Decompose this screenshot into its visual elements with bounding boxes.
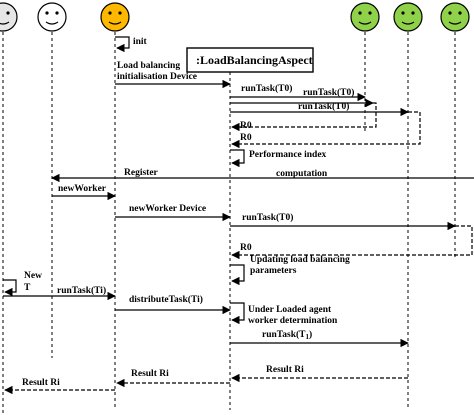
green-face-icon bbox=[350, 2, 380, 32]
new-label-2: T bbox=[24, 283, 31, 293]
r0-label-c: R0 bbox=[240, 243, 252, 253]
actor-6 bbox=[440, 2, 470, 32]
updating-label-2: parameters bbox=[250, 266, 297, 276]
run-t1-label: runTask(T1) bbox=[262, 329, 312, 341]
under-loaded-label-2: worker determination bbox=[248, 316, 338, 326]
init-arrow bbox=[115, 36, 130, 53]
lifelines bbox=[2, 32, 456, 415]
run-t0-label-d: runTask(T0) bbox=[242, 212, 293, 223]
orange-face-icon bbox=[100, 2, 130, 32]
perf-index-arrow bbox=[230, 149, 245, 168]
white-face-icon bbox=[37, 2, 67, 32]
actor-2 bbox=[37, 2, 67, 32]
green-face-icon bbox=[440, 2, 470, 32]
message-labels: init Load balancing initialisation Devic… bbox=[22, 37, 354, 388]
actor-5 bbox=[393, 2, 423, 32]
run-t0-label-b: runTask(T0) bbox=[303, 87, 354, 98]
actor-1 bbox=[0, 2, 18, 32]
grey-face-icon bbox=[0, 2, 18, 32]
updating-label-1: Updating load balancing bbox=[250, 255, 350, 265]
new-worker-label: newWorker bbox=[58, 184, 107, 194]
r0-arrow-a bbox=[231, 102, 377, 132]
actor-3 bbox=[100, 2, 130, 32]
updating-arrow bbox=[230, 264, 245, 286]
under-loaded-label-1: Under Loaded agent bbox=[248, 305, 332, 315]
run-t0-label-c: runTask(T0) bbox=[298, 101, 349, 112]
r0-arrow-b bbox=[231, 111, 421, 149]
register-label: Register bbox=[124, 168, 159, 178]
computation-label: computation bbox=[276, 169, 328, 179]
lb-init-label-2: initialisation Device bbox=[117, 72, 197, 82]
new-t-arrow bbox=[3, 279, 17, 297]
result-ri-label-c: Result Ri bbox=[22, 378, 60, 388]
new-worker-device-label: newWorker Device bbox=[129, 204, 206, 214]
result-ri-label-b: Result Ri bbox=[131, 369, 169, 379]
message-arrows bbox=[3, 36, 474, 395]
result-ri-label-a: Result Ri bbox=[266, 365, 304, 375]
perf-index-label: Performance index bbox=[249, 150, 327, 160]
r0-label-a: R0 bbox=[240, 121, 252, 131]
green-face-icon bbox=[393, 2, 423, 32]
r0-arrow-c bbox=[231, 225, 473, 260]
aspect-label: :LoadBalancingAspect bbox=[196, 53, 313, 67]
under-loaded-arrow bbox=[230, 302, 245, 325]
run-t0-label-a: runTask(T0) bbox=[241, 83, 292, 94]
aspect-box: :LoadBalancingAspect bbox=[186, 47, 314, 73]
lb-init-label-1: Load balancing bbox=[117, 61, 180, 71]
run-ti-label: runTask(Ti) bbox=[57, 285, 106, 296]
init-label: init bbox=[133, 37, 148, 47]
new-label-1: New bbox=[24, 271, 42, 281]
actor-4 bbox=[350, 2, 380, 32]
distribute-label: distributeTask(Ti) bbox=[129, 294, 203, 305]
r0-label-b: R0 bbox=[240, 133, 252, 143]
